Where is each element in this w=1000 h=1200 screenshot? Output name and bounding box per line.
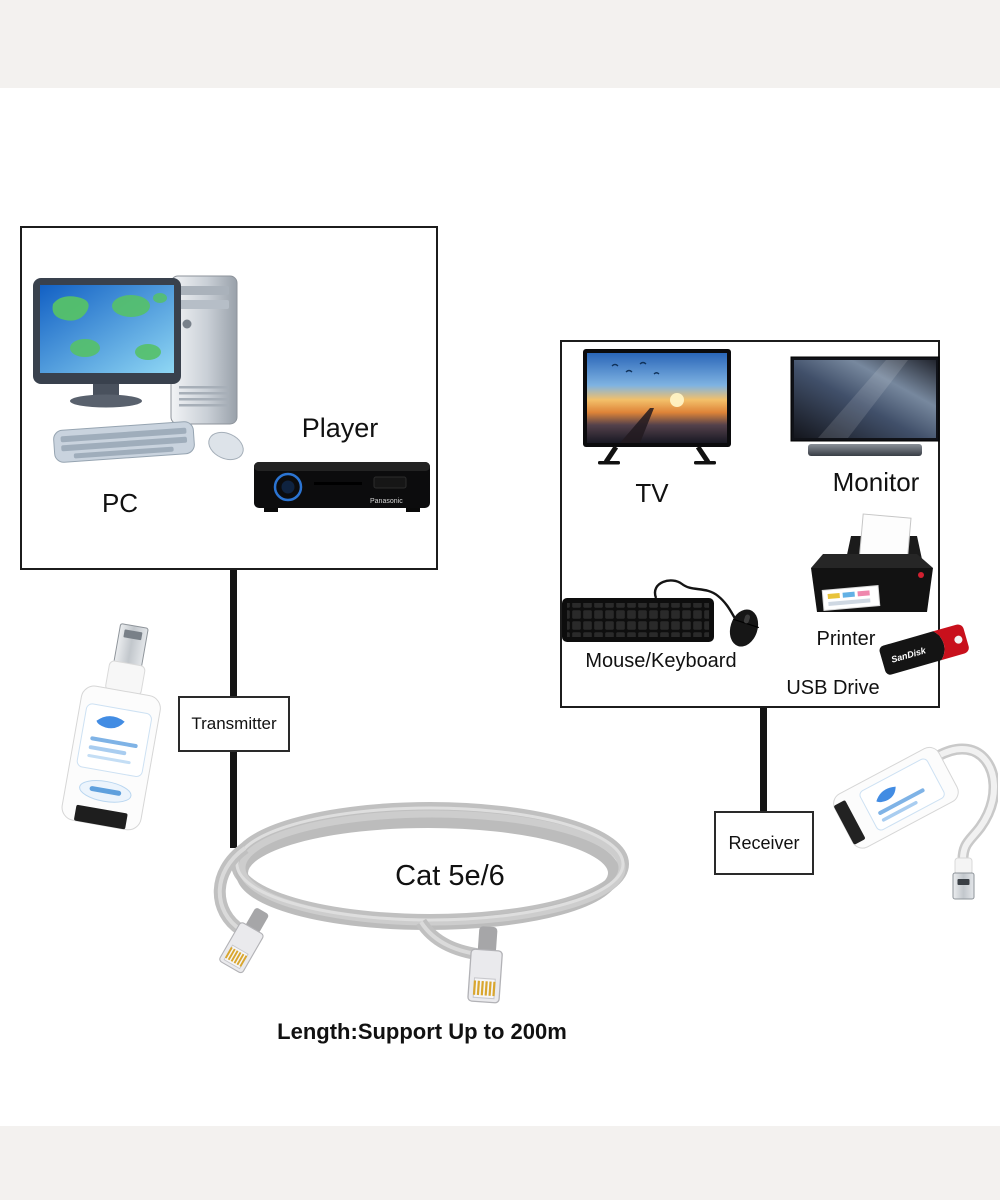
transmitter-box: Transmitter: [178, 696, 290, 752]
background-strip-bottom: [0, 1126, 1000, 1200]
length-note: Length:Support Up to 200m: [277, 1019, 567, 1044]
cable-label: Cat 5e/6: [395, 860, 505, 892]
pc-mouse: [208, 431, 244, 461]
player-image: Panasonic: [254, 462, 430, 512]
receiver-label: Receiver: [728, 832, 800, 853]
pc-tower: [170, 275, 238, 425]
rj45-port-icon: [74, 804, 128, 830]
rj45-connector-center-icon: [466, 924, 506, 1005]
monitor-image: [790, 356, 940, 456]
background-strip-top: [0, 0, 1000, 88]
connection-line-right: [760, 706, 767, 813]
tv-image: [583, 349, 731, 465]
receiver-box: Receiver: [714, 811, 814, 875]
monitor-label: Monitor: [832, 467, 920, 497]
player-brand-text: Panasonic: [370, 498, 403, 505]
transmitter-adapter-image: [61, 623, 161, 831]
usb-plug-icon: [113, 623, 149, 668]
mouse-shape: [729, 609, 760, 647]
usb-drive-image: SanDisk: [879, 624, 969, 675]
printer-label: Printer: [816, 628, 876, 650]
pc-keyboard: [53, 421, 195, 463]
mouse-keyboard-label: Mouse/Keyboard: [585, 650, 737, 672]
cat-cable-image: [213, 802, 629, 1005]
transmitter-label: Transmitter: [191, 714, 277, 733]
receiver-adapter-image: [833, 743, 998, 900]
pc-monitor: [33, 278, 181, 408]
pc-label: PC: [101, 488, 139, 518]
printer-image: [811, 513, 933, 612]
rj45-port-icon: [834, 800, 865, 845]
pc-image: [33, 275, 244, 463]
player-label: Player: [301, 413, 379, 443]
keyboard-mouse-image: [562, 579, 760, 647]
usb-female-port-icon: [952, 872, 975, 900]
tv-label: TV: [635, 478, 669, 508]
usb-drive-label: USB Drive: [786, 677, 880, 699]
